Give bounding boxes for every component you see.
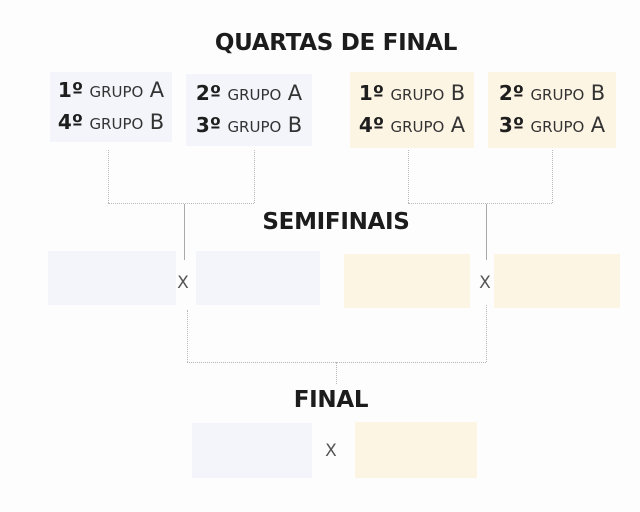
- quarterfinal-match-3: 1º GRUPO B 4º GRUPO A: [350, 72, 474, 148]
- versus-label: X: [479, 273, 491, 293]
- quarterfinal-match-1: 1º GRUPO A 4º GRUPO B: [50, 72, 172, 142]
- seed: 2º GRUPO B: [498, 81, 606, 105]
- seed: 3º GRUPO B: [195, 113, 303, 137]
- versus-label: X: [177, 273, 189, 293]
- connector-line: [408, 203, 552, 204]
- semifinal-slot: [494, 254, 620, 308]
- connector-line: [187, 310, 188, 362]
- connector-line: [184, 204, 185, 260]
- connector-line: [486, 204, 487, 260]
- versus-label: X: [325, 441, 337, 461]
- semifinals-title: SEMIFINAIS: [262, 209, 410, 235]
- semifinal-slot: [344, 254, 470, 308]
- seed: 2º GRUPO A: [195, 81, 303, 105]
- seed: 3º GRUPO A: [498, 113, 606, 137]
- quarterfinal-match-4: 2º GRUPO B 3º GRUPO A: [488, 72, 616, 148]
- final-slot: [355, 422, 477, 478]
- final-title: FINAL: [293, 387, 369, 413]
- seed: 4º GRUPO B: [57, 110, 165, 134]
- seed: 1º GRUPO B: [358, 81, 466, 105]
- seed: 1º GRUPO A: [57, 78, 165, 102]
- connector-line: [108, 203, 254, 204]
- semifinal-slot: [48, 251, 176, 305]
- quarterfinal-match-2: 2º GRUPO A 3º GRUPO B: [186, 74, 312, 146]
- connector-line: [552, 150, 553, 203]
- seed: 4º GRUPO A: [358, 113, 466, 137]
- connector-line: [408, 150, 409, 203]
- connector-line: [108, 150, 109, 203]
- quarterfinals-title: QUARTAS DE FINAL: [214, 30, 458, 56]
- connector-line: [336, 362, 337, 384]
- connector-line: [486, 305, 487, 362]
- semifinal-slot: [196, 251, 320, 305]
- connector-line: [254, 150, 255, 203]
- final-slot: [192, 423, 312, 478]
